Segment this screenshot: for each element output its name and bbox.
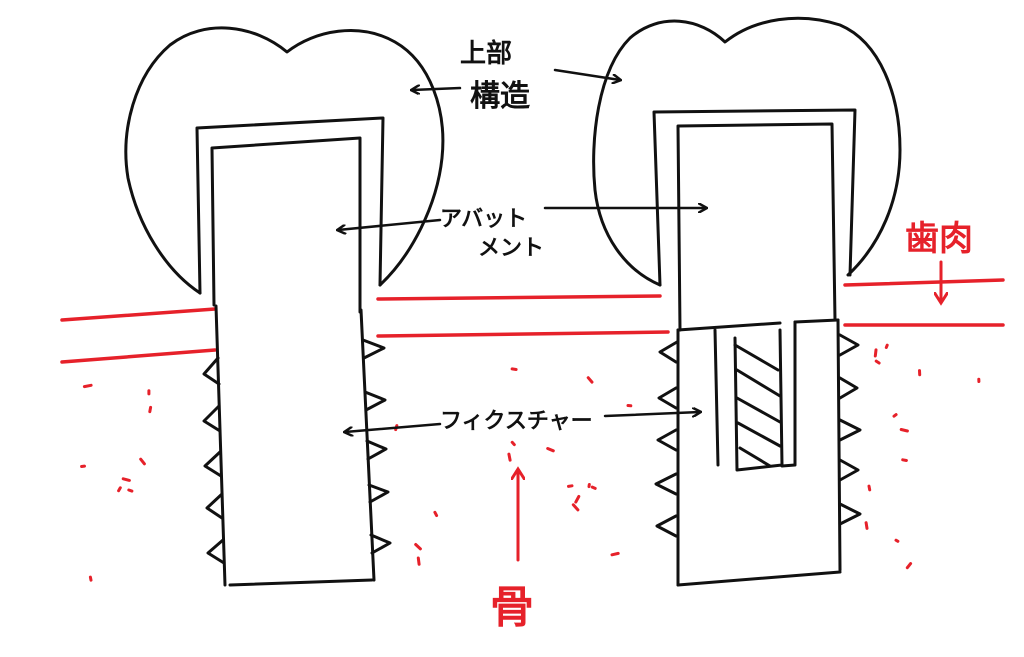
bone-speckle bbox=[610, 551, 620, 557]
label-gum: 歯肉 bbox=[905, 219, 973, 259]
bone-speckle bbox=[905, 562, 913, 570]
bone-speckle bbox=[88, 575, 93, 582]
bone-speckle bbox=[507, 452, 512, 462]
bone-speckle bbox=[586, 376, 594, 384]
label-fixture: フィクスチャー bbox=[440, 409, 593, 434]
right-implant bbox=[592, 16, 902, 587]
bone-speckle bbox=[433, 510, 439, 518]
bone-speckle bbox=[892, 413, 898, 418]
left-implant bbox=[124, 26, 445, 587]
right-fixture-threads-right bbox=[838, 333, 862, 526]
gum-line-lower-middle bbox=[376, 330, 670, 338]
arrow-abutment-left bbox=[338, 218, 442, 230]
arrow-fixture-left bbox=[345, 422, 442, 432]
red-arrows bbox=[518, 260, 941, 562]
bone-speckle bbox=[574, 495, 581, 504]
bone-speckle bbox=[873, 348, 878, 358]
bone-speckle bbox=[884, 343, 889, 349]
right-fixture-threads-left bbox=[654, 340, 679, 538]
label-bone: 骨 bbox=[490, 582, 534, 633]
bone-speckle bbox=[139, 457, 146, 466]
bone-speckle bbox=[864, 521, 869, 530]
left-crown bbox=[124, 26, 445, 295]
left-fixture-body bbox=[210, 136, 362, 314]
bone-speckle bbox=[901, 458, 908, 462]
bone-speckle bbox=[416, 556, 421, 566]
left-fixture-threads-right bbox=[361, 338, 392, 555]
left-abutment-outer bbox=[195, 116, 385, 295]
arrow-superstructure-right bbox=[553, 68, 620, 80]
left-fixture-threads-left bbox=[202, 356, 226, 565]
left-fixture-left-wall bbox=[214, 304, 227, 587]
bone-speckle bbox=[148, 405, 153, 414]
label-abutment-line1: アバット bbox=[440, 207, 527, 232]
arrow-fixture-right bbox=[603, 412, 700, 416]
gum-line-upper-middle bbox=[376, 294, 662, 301]
gum-line-lower-left bbox=[60, 348, 217, 364]
gum-line-upper-left bbox=[60, 307, 217, 322]
bone-speckle bbox=[571, 503, 580, 512]
arrow-superstructure-left bbox=[412, 88, 462, 90]
bone-speckle bbox=[874, 359, 881, 365]
right-fixture-right-wall bbox=[836, 318, 842, 572]
left-fixture-right-wall bbox=[359, 308, 376, 582]
label-superstructure-line1: 上部 bbox=[460, 39, 512, 69]
right-screw-hatching bbox=[733, 343, 782, 468]
bone-texture bbox=[80, 343, 981, 582]
bone-speckle bbox=[567, 484, 574, 488]
label-superstructure-line2: 構造 bbox=[470, 79, 530, 114]
bone-speckle bbox=[510, 367, 518, 371]
right-screw-channel bbox=[713, 320, 797, 472]
bone-speckle bbox=[546, 447, 555, 453]
bone-speckle bbox=[590, 485, 597, 490]
right-fixture-bottom bbox=[676, 570, 842, 587]
bone-speckle bbox=[117, 486, 122, 493]
right-fixture-top bbox=[676, 318, 840, 332]
label-abutment-line2: メント bbox=[478, 236, 544, 261]
bone-speckle bbox=[894, 538, 900, 543]
bone-speckle bbox=[867, 484, 872, 492]
right-crown bbox=[592, 16, 902, 287]
gum-line-upper-right bbox=[843, 278, 1005, 287]
bone-speckle bbox=[127, 488, 134, 493]
bone-speckle bbox=[82, 383, 93, 389]
arrows bbox=[338, 68, 706, 432]
bone-speckle bbox=[414, 543, 422, 551]
bone-speckle bbox=[510, 440, 516, 447]
left-fixture-bottom bbox=[228, 578, 374, 587]
bone-speckle bbox=[899, 428, 909, 433]
right-abutment-outer bbox=[652, 108, 857, 287]
right-abutment-inner bbox=[676, 122, 837, 332]
gum-lines bbox=[60, 278, 1005, 364]
bone-speckle bbox=[121, 477, 131, 482]
